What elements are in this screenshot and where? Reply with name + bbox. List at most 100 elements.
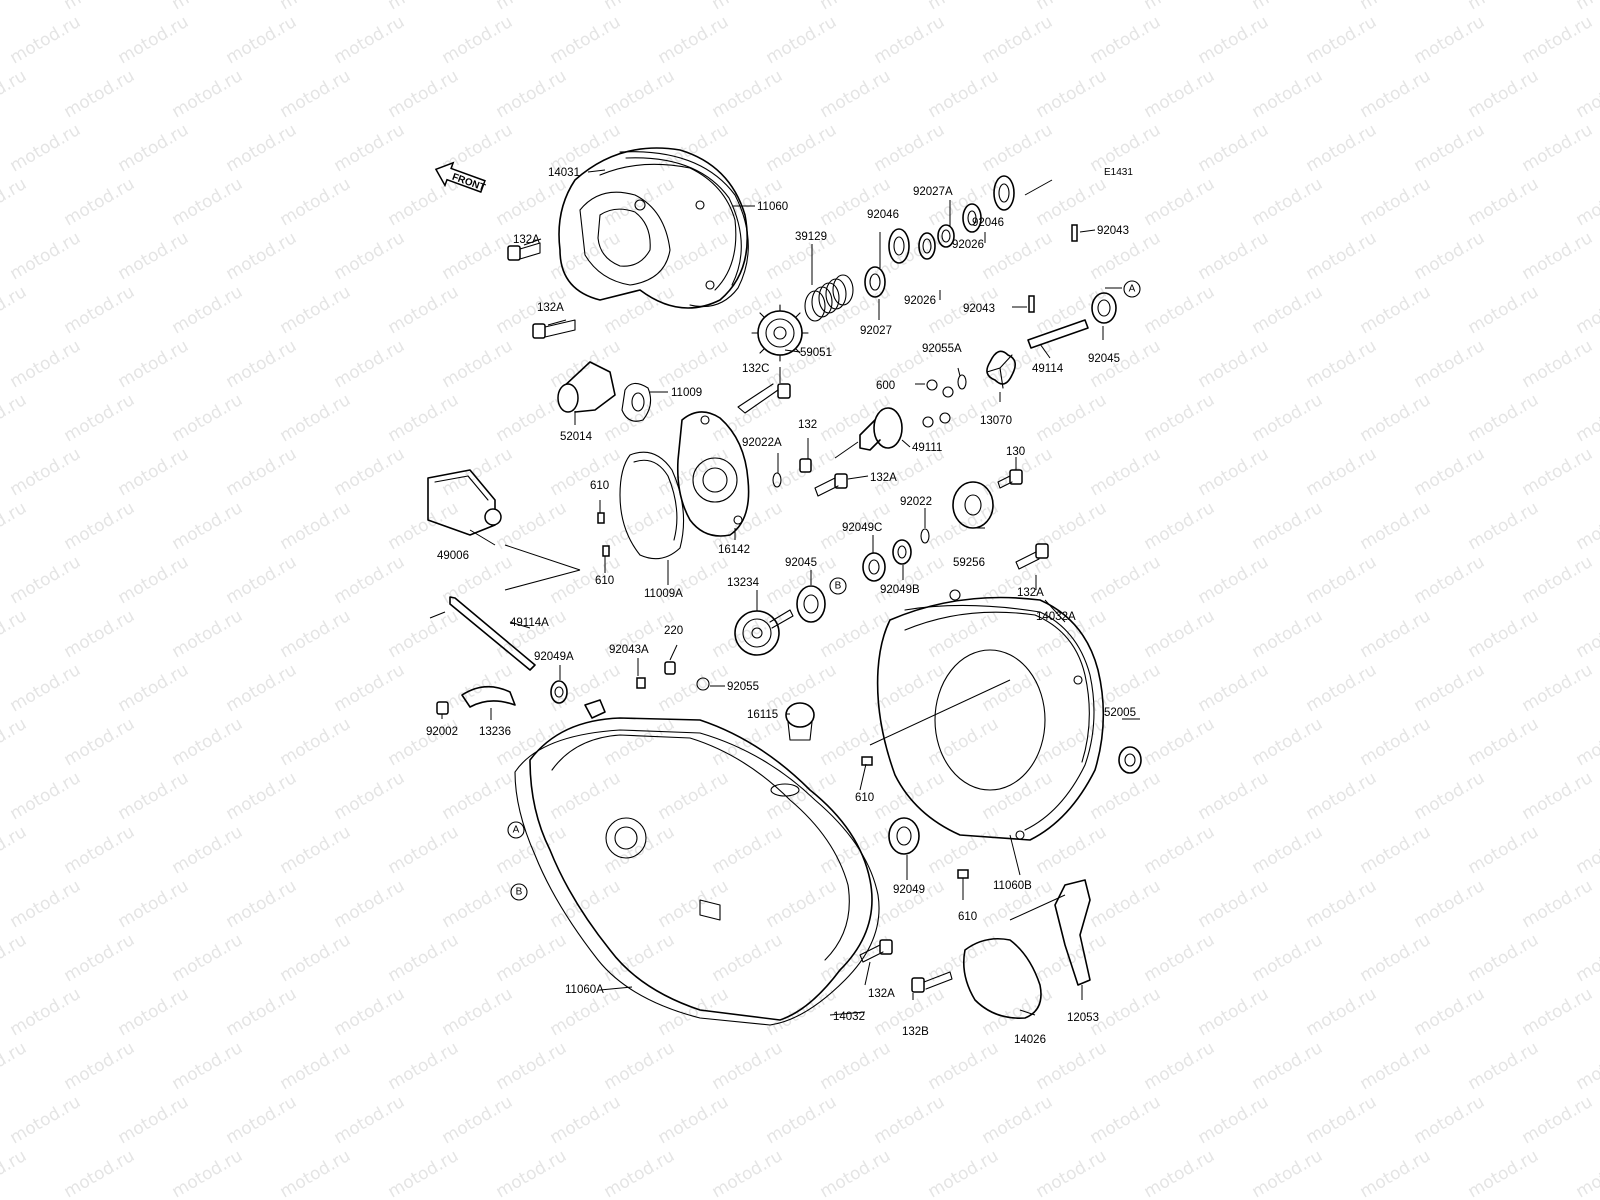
svg-text:B: B [835,581,842,592]
watermark-text: motod.ru [763,768,841,824]
watermark-text: motod.ru [1411,12,1489,68]
watermark-text: motod.ru [1033,1146,1111,1200]
watermark-text: motod.ru [223,768,301,824]
watermark-text: motod.ru [331,12,409,68]
ref-B-mid: B [829,577,847,595]
part-labels: 14031 11060 132A 132A 11009 52014 132C 3… [426,167,1136,1046]
watermark-text: motod.ru [115,984,193,1040]
watermark-text: motod.ru [1141,282,1219,338]
watermark-text: motod.ru [1411,768,1489,824]
watermark-text: motod.ru [277,66,355,122]
label-49111: 49111 [912,442,942,454]
watermark-text: motod.ru [0,66,30,122]
watermark-text: motod.ru [817,822,895,878]
label-92002: 92002 [426,726,458,738]
watermark-text: motod.ru [655,444,733,500]
washer-92026-a [918,232,936,260]
shaft-49111 [834,407,903,459]
label-59051: 59051 [800,347,832,359]
watermark-text: motod.ru [1465,174,1543,230]
leader-lines [441,169,1140,1016]
label-92027A: 92027A [913,186,953,198]
label-610-3: 610 [855,792,874,804]
watermark-text: motod.ru [0,1038,30,1094]
gasket-11060A [514,729,880,1026]
watermark-text: motod.ru [1411,984,1489,1040]
watermark-text: motod.ru [871,1092,949,1148]
watermark-text: motod.ru [7,660,85,716]
watermark-text: motod.ru [1195,876,1273,932]
watermark-text: motod.ru [277,390,355,446]
watermark-text: motod.ru [439,984,517,1040]
watermark-text: motod.ru [385,930,463,986]
watermark-text: motod.ru [1195,336,1273,392]
label-92046-2: 92046 [972,217,1004,229]
watermark-text: motod.ru [61,822,139,878]
watermark-text: motod.ru [0,282,30,338]
watermark-text: motod.ru [1519,1092,1597,1148]
watermark-text: motod.ru [979,768,1057,824]
watermark-text: motod.ru [817,1038,895,1094]
watermark-text: motod.ru [169,498,247,554]
label-92049B: 92049B [880,584,920,596]
watermark-text: motod.ru [1141,66,1219,122]
ref-A-top: A [1123,280,1141,298]
watermark-text: motod.ru [115,120,193,176]
watermark-text: motod.ru [223,552,301,608]
ball-600-b [942,386,954,398]
watermark-text: motod.ru [277,930,355,986]
watermark-text: motod.ru [7,336,85,392]
watermark-text: motod.ru [1303,228,1381,284]
watermark-text: motod.ru [493,1146,571,1200]
watermark-text: motod.ru [169,714,247,770]
label-13234: 13234 [727,577,760,589]
watermark-text: motod.ru [169,282,247,338]
diagram-code: E1431 [1104,167,1133,178]
label-11060: 11060 [757,201,788,213]
watermark-text: motod.ru [1303,876,1381,932]
label-11060A: 11060A [565,984,604,996]
watermark-text: motod.ru [979,1092,1057,1148]
bracket-12053 [1054,879,1091,986]
watermark-text: motod.ru [1357,390,1435,446]
watermark-text: motod.ru [1411,1092,1489,1148]
watermark-text: motod.ru [763,12,841,68]
watermark-text: motod.ru [979,552,1057,608]
watermark-text: motod.ru [709,1038,787,1094]
watermark-text: motod.ru [547,12,625,68]
watermark-text: motod.ru [331,876,409,932]
label-92026-1: 92026 [952,239,984,251]
washer-92026-b [962,203,982,233]
watermark-text: motod.ru [1033,714,1111,770]
watermark-text: motod.ru [1195,660,1273,716]
watermark-text: motod.ru [1465,66,1543,122]
watermark-text: motod.ru [7,876,85,932]
ring-92055A [957,374,967,390]
watermark-text: motod.ru [7,228,85,284]
label-11060B: 11060B [993,880,1032,892]
label-14031: 14031 [548,167,580,179]
watermark-text: motod.ru [115,552,193,608]
watermark-text: motod.ru [7,120,85,176]
label-132A-4: 132A [1017,587,1044,599]
watermark-text: motod.ru [601,930,679,986]
watermark-text: motod.ru [1303,984,1381,1040]
bolt-132A-middle [814,473,848,497]
watermark-text: motod.ru [331,984,409,1040]
label-130: 130 [1006,446,1025,458]
watermark-text: motod.ru [223,984,301,1040]
watermark-text: motod.ru [871,120,949,176]
watermark-text: motod.ru [277,714,355,770]
watermark-text: motod.ru [1573,0,1600,14]
bolt-220 [664,661,676,675]
watermark-text: motod.ru [1357,930,1435,986]
watermark-text: motod.ru [1519,336,1597,392]
plug-16115 [785,702,815,741]
watermark-text: motod.ru [979,12,1057,68]
gear-59051 [751,304,809,362]
label-92049A: 92049A [534,651,574,663]
watermark-text: motod.ru [7,984,85,1040]
label-52014: 52014 [560,431,593,443]
seal-92049B [892,539,912,565]
watermark-text: motod.ru [1519,876,1597,932]
